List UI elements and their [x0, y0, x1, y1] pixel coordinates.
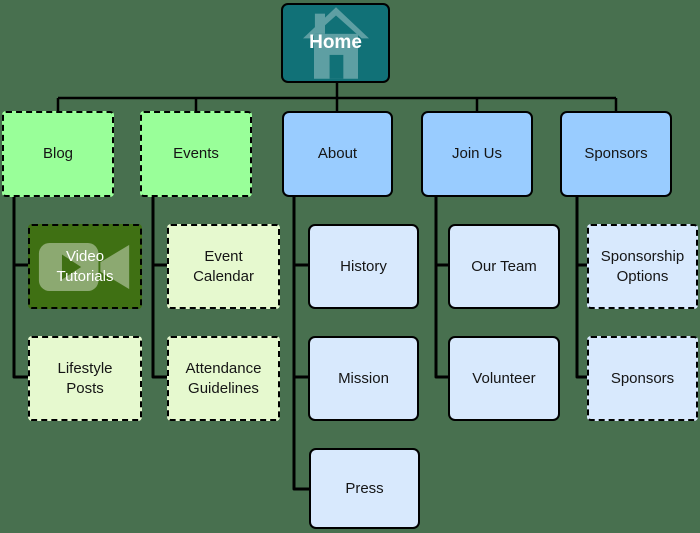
node-label: Events: [173, 145, 219, 163]
node-label: Our Team: [471, 257, 537, 275]
node-sponsorship-options[interactable]: Sponsorship Options: [587, 224, 698, 309]
node-video-tutorials[interactable]: Video Tutorials: [28, 224, 142, 309]
node-home[interactable]: Home: [281, 3, 390, 83]
node-label: Home: [309, 31, 362, 53]
node-attendance-guidelines[interactable]: Attendance Guidelines: [167, 336, 280, 421]
node-label: Attendance Guidelines: [185, 360, 262, 397]
node-label: Video Tutorials: [56, 248, 114, 285]
node-join-us[interactable]: Join Us: [421, 111, 533, 197]
node-label: Sponsors: [584, 145, 648, 163]
node-event-calendar[interactable]: Event Calendar: [167, 224, 280, 309]
node-label: Event Calendar: [193, 248, 254, 285]
node-about[interactable]: About: [282, 111, 393, 197]
node-lifestyle-posts[interactable]: Lifestyle Posts: [28, 336, 142, 421]
node-label: Join Us: [451, 145, 503, 163]
node-label: Mission: [338, 369, 389, 387]
node-volunteer[interactable]: Volunteer: [448, 336, 560, 421]
node-sponsors[interactable]: Sponsors: [560, 111, 672, 197]
node-mission[interactable]: Mission: [308, 336, 419, 421]
node-label: Sponsors: [610, 369, 675, 387]
node-label: History: [340, 257, 387, 275]
node-our-team[interactable]: Our Team: [448, 224, 560, 309]
node-label: Blog: [42, 145, 74, 163]
node-label: About: [317, 145, 358, 163]
node-history[interactable]: History: [308, 224, 419, 309]
node-label: Lifestyle Posts: [57, 360, 113, 397]
node-label: Press: [345, 479, 384, 497]
node-label: Volunteer: [472, 369, 536, 387]
node-press[interactable]: Press: [309, 448, 420, 529]
node-blog[interactable]: Blog: [2, 111, 114, 197]
node-sponsors-page[interactable]: Sponsors: [587, 336, 698, 421]
node-events[interactable]: Events: [140, 111, 252, 197]
node-label: Sponsorship Options: [600, 248, 685, 285]
